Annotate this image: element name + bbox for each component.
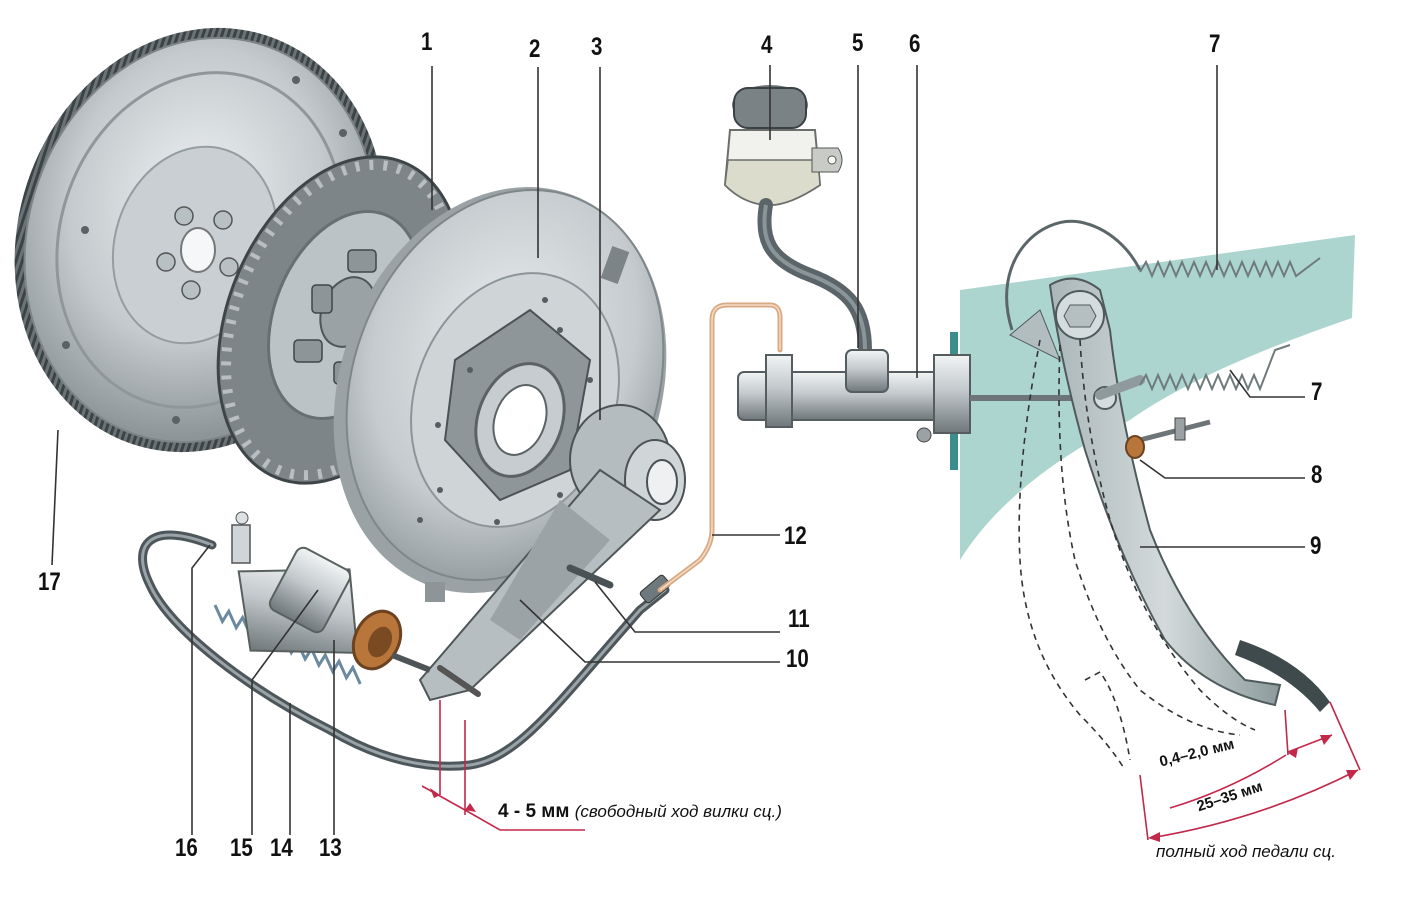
clutch-pedal xyxy=(1005,219,1330,712)
callout-7b: 7 xyxy=(1311,378,1323,406)
bleed-valve xyxy=(231,511,251,564)
fork-free-play-note: 4 - 5 мм (свободный ход вилки сц.) xyxy=(498,802,782,821)
pedal-return-spring xyxy=(1139,257,1321,279)
callout-2: 2 xyxy=(529,35,541,63)
pedal-bracket-wire xyxy=(1005,219,1142,331)
hydraulic-pipe xyxy=(657,302,783,593)
callout-13: 13 xyxy=(319,834,342,862)
leader-lines xyxy=(51,65,1305,835)
fork-pivot-stud xyxy=(566,564,614,589)
callout-16: 16 xyxy=(175,834,198,862)
pedal-dashed-positions xyxy=(1018,339,1256,771)
callout-8: 8 xyxy=(1311,461,1323,489)
hose-fitting xyxy=(639,574,671,604)
flywheel-bolts xyxy=(156,206,239,300)
dimension-arrows xyxy=(430,735,1358,842)
callout-3: 3 xyxy=(591,33,603,61)
callout-4: 4 xyxy=(761,31,773,59)
callout-1: 1 xyxy=(421,28,433,56)
fork-free-play-desc: (свободный ход вилки сц.) xyxy=(574,802,782,821)
servo-spring xyxy=(1139,344,1291,392)
callout-11: 11 xyxy=(788,605,810,633)
callout-6: 6 xyxy=(909,30,921,58)
callout-10: 10 xyxy=(786,645,809,673)
callout-5: 5 xyxy=(852,29,864,57)
pedal-full-travel-note: полный ход педали сц. xyxy=(1156,842,1336,861)
fork-free-play-value: 4 - 5 мм xyxy=(498,801,570,822)
callout-17: 17 xyxy=(38,568,61,596)
dimension-lines xyxy=(421,700,1361,841)
callout-9: 9 xyxy=(1310,532,1322,560)
release-fork xyxy=(418,468,662,702)
master-cylinder xyxy=(737,349,1100,443)
callout-15: 15 xyxy=(230,834,253,862)
pedal-stop-buffer xyxy=(1125,417,1211,459)
callout-14: 14 xyxy=(270,834,293,862)
slave-cylinder-assembly xyxy=(213,511,432,685)
callout-7a: 7 xyxy=(1209,30,1221,58)
fluid-reservoir xyxy=(723,85,843,207)
pedal-pad xyxy=(1235,640,1330,712)
callout-12: 12 xyxy=(784,522,807,550)
